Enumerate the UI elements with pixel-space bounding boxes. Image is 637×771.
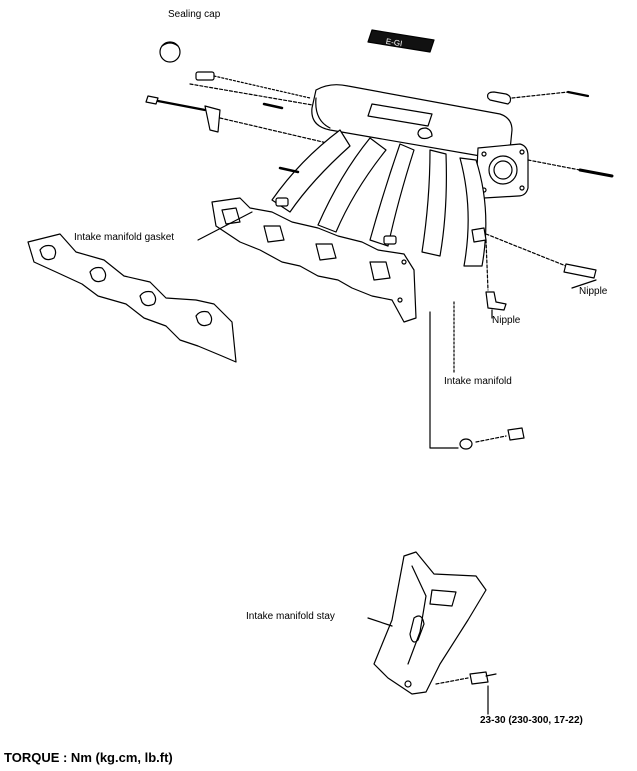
- label-nipple-right: Nipple: [579, 286, 608, 297]
- sealing-cap: [159, 41, 181, 63]
- bracket-small: [204, 105, 221, 133]
- label-sealing-cap: Sealing cap: [168, 9, 221, 20]
- nipple-fitting-lower: [485, 239, 507, 311]
- label-stay-torque: 23-30 (230-300, 17-22): [480, 715, 583, 726]
- intake-plenum: [311, 84, 590, 159]
- label-intake-manifold-gasket: Intake manifold gasket: [74, 232, 175, 243]
- torque-legend: TORQUE : Nm (kg.cm, lb.ft): [4, 750, 173, 765]
- leader-gasket: [197, 211, 253, 241]
- leader-intake-manifold: [429, 311, 459, 449]
- leader-dash-1: [219, 117, 341, 147]
- nipple-fitting-side: [471, 227, 597, 279]
- label-intake-manifold-stay: Intake manifold stay: [246, 611, 335, 622]
- throttle-flange: [475, 143, 614, 199]
- leader-nipple-right: [571, 279, 597, 289]
- leader-dash-2: [189, 83, 331, 109]
- nut-washer: [459, 427, 525, 450]
- intake-manifold-gasket: [27, 233, 237, 363]
- leader-stay: [367, 617, 393, 627]
- intake-manifold-stay: [367, 551, 487, 695]
- hose-fitting-upper: [195, 71, 311, 99]
- label-intake-manifold: Intake manifold: [444, 376, 512, 387]
- bolt-upper-left: [145, 95, 207, 112]
- emblem-text: E-GI: [385, 37, 403, 48]
- label-nipple-center: Nipple: [492, 315, 521, 326]
- stay-bolt: [435, 671, 497, 715]
- emblem-plate: E-GI: [367, 29, 435, 53]
- stud-small: [262, 102, 284, 110]
- lower-flange: [211, 197, 417, 323]
